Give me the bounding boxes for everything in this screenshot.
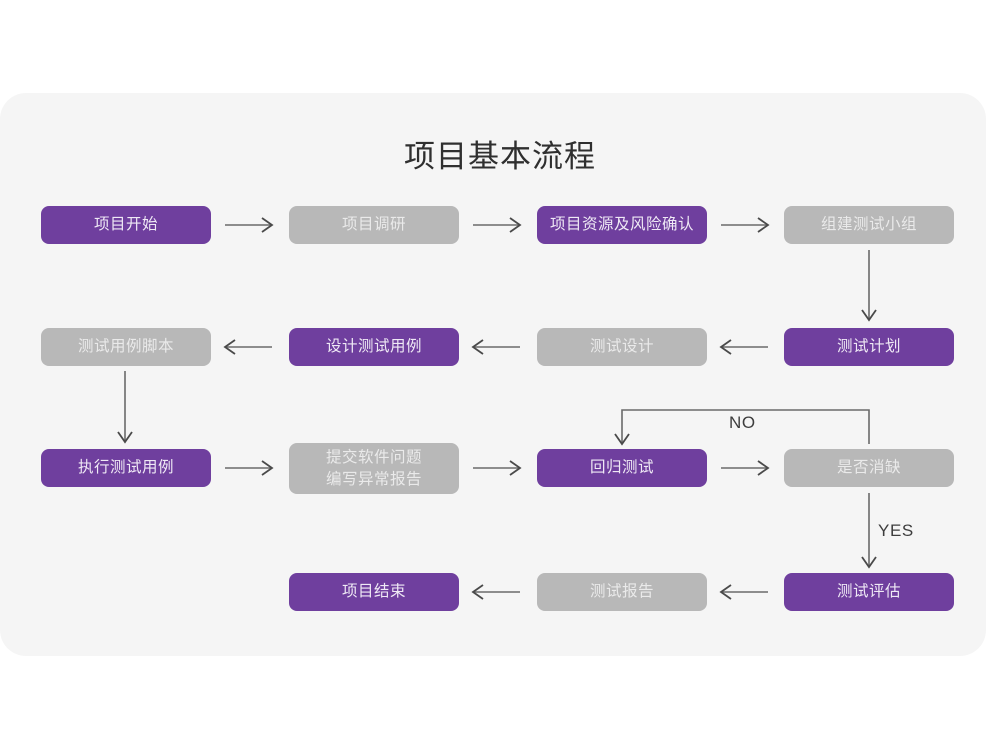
flow-node-label: 测试评估: [836, 583, 901, 601]
flow-node-label: 项目调研: [341, 216, 406, 234]
flow-node-test-evaluation[interactable]: 测试评估: [784, 573, 954, 611]
flow-node-project-research[interactable]: 项目调研: [289, 206, 459, 244]
flow-node-project-end[interactable]: 项目结束: [289, 573, 459, 611]
flow-node-test-plan[interactable]: 测试计划: [784, 328, 954, 366]
flow-node-design-test-case[interactable]: 设计测试用例: [289, 328, 459, 366]
branch-label-no: NO: [729, 413, 756, 432]
flow-node-project-start[interactable]: 项目开始: [41, 206, 211, 244]
flow-node-label: 组建测试小组: [820, 216, 917, 234]
flow-node-execute-test-case[interactable]: 执行测试用例: [41, 449, 211, 487]
flow-node-label: 项目开始: [93, 216, 158, 234]
flow-node-label: 测试设计: [589, 338, 654, 356]
flow-node-label: 项目资源及风险确认: [549, 216, 694, 234]
flow-node-label: 项目结束: [341, 583, 406, 601]
flow-node-label: 测试计划: [836, 338, 901, 356]
flow-node-resource-risk-confirm[interactable]: 项目资源及风险确认: [537, 206, 707, 244]
flow-node-label: 是否消缺: [836, 459, 901, 477]
branch-label-yes: YES: [878, 521, 914, 540]
flow-node-defect-cleared-decision[interactable]: 是否消缺: [784, 449, 954, 487]
flow-node-test-design[interactable]: 测试设计: [537, 328, 707, 366]
flow-node-regression-test[interactable]: 回归测试: [537, 449, 707, 487]
flow-node-label: 回归测试: [589, 459, 654, 477]
flow-node-label: 提交软件问题 编写异常报告: [325, 449, 422, 488]
flow-node-label: 执行测试用例: [77, 459, 174, 477]
flow-node-label: 设计测试用例: [325, 338, 422, 356]
flow-node-build-test-team[interactable]: 组建测试小组: [784, 206, 954, 244]
flow-node-label: 测试用例脚本: [77, 338, 174, 356]
flow-node-label: 测试报告: [589, 583, 654, 601]
flow-node-test-report[interactable]: 测试报告: [537, 573, 707, 611]
flow-node-test-case-script[interactable]: 测试用例脚本: [41, 328, 211, 366]
page-title: 项目基本流程: [404, 139, 596, 174]
flowchart-card: [0, 93, 986, 656]
flow-node-submit-issue-report[interactable]: 提交软件问题 编写异常报告: [289, 443, 459, 494]
